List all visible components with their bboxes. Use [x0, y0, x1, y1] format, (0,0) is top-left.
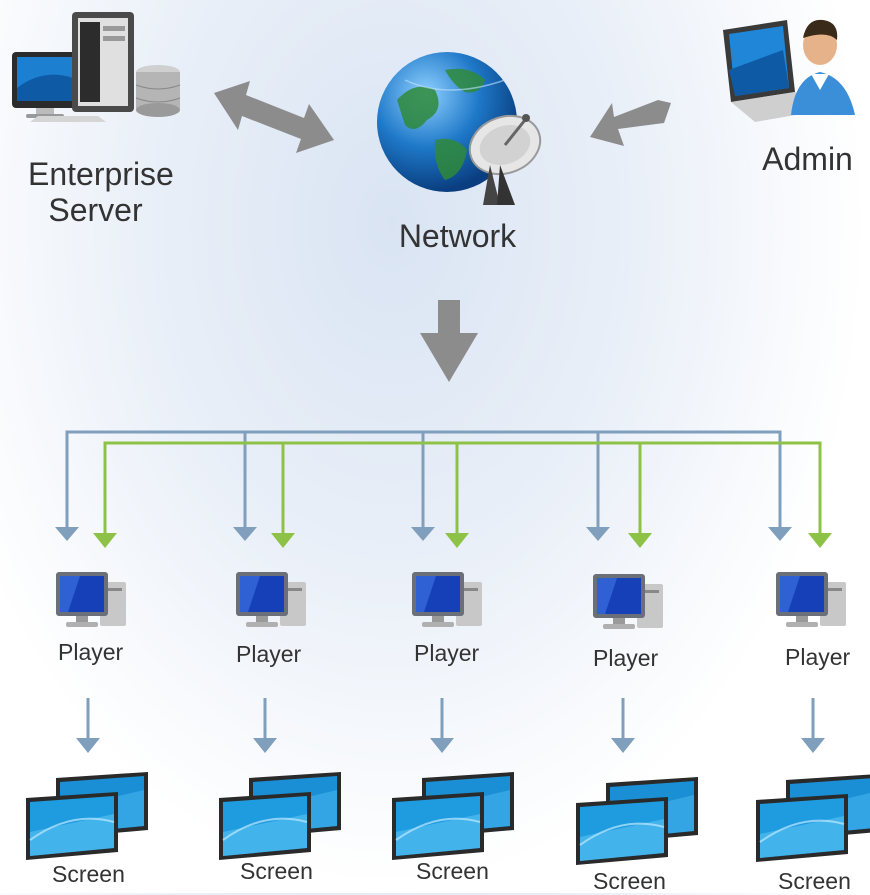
player-computer-icon — [232, 568, 310, 637]
blue-arrowheads — [55, 527, 792, 541]
player-computer-icon — [52, 568, 130, 637]
display-screens-icon — [752, 772, 870, 872]
server-label: Enterprise Server — [28, 156, 174, 228]
server-label-line1: Enterprise — [28, 156, 174, 192]
network-node: Network — [360, 40, 560, 270]
screen-label: Screen — [52, 861, 125, 887]
enterprise-server-node: Enterprise Server — [0, 0, 200, 240]
admin-user-icon — [723, 19, 855, 122]
screen-label: Screen — [240, 858, 313, 884]
player-label: Player — [236, 641, 302, 667]
player-to-screen-arrows — [76, 698, 825, 753]
display-screens-icon — [215, 770, 345, 870]
player-computer-icon — [589, 570, 667, 639]
green-arrowheads — [93, 533, 832, 548]
display-screens-icon — [572, 775, 702, 875]
network-down-arrow — [420, 300, 478, 382]
player-label: Player — [785, 644, 851, 670]
globe-satellite-icon — [377, 52, 542, 205]
network-label: Network — [398, 218, 517, 254]
display-screens-icon — [22, 770, 152, 870]
player-computer-icon — [408, 568, 486, 637]
server-label-line2: Server — [48, 192, 143, 228]
admin-label: Admin — [762, 141, 853, 177]
admin-to-network-arrow — [590, 100, 671, 146]
admin-node: Admin — [700, 5, 870, 185]
green-distribution-line — [103, 441, 822, 540]
player-label: Player — [58, 639, 124, 665]
server-network-double-arrow — [214, 81, 334, 153]
player-computer-icon — [772, 568, 850, 637]
screen-label: Screen — [416, 858, 489, 884]
player-label: Player — [414, 640, 480, 666]
server-computer-icon — [12, 12, 181, 122]
display-screens-icon — [388, 770, 518, 870]
screen-label: Screen — [778, 868, 851, 894]
screen-label: Screen — [593, 868, 666, 894]
blue-distribution-line — [65, 430, 782, 535]
player-label: Player — [593, 645, 659, 671]
